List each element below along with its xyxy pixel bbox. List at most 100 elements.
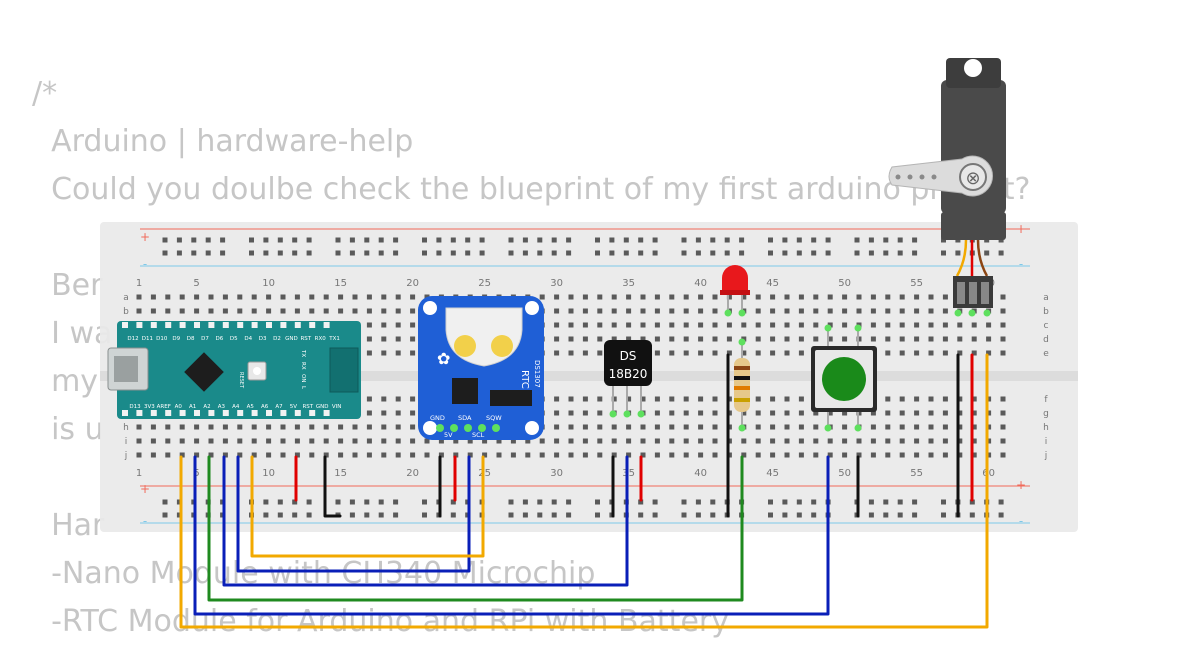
breadboard-hole[interactable] [381,308,387,314]
breadboard-hole[interactable] [770,424,776,430]
rail-hole[interactable] [277,250,283,256]
breadboard-hole[interactable] [251,452,257,458]
breadboard-hole[interactable] [741,452,747,458]
rail-hole[interactable] [292,237,298,243]
breadboard-hole[interactable] [453,452,459,458]
breadboard-hole[interactable] [1000,452,1006,458]
rail-hole[interactable] [551,237,557,243]
breadboard-hole[interactable] [208,308,214,314]
rail-hole[interactable] [306,512,312,518]
breadboard-hole[interactable] [222,294,228,300]
breadboard-hole[interactable] [410,336,416,342]
breadboard-hole[interactable] [899,424,905,430]
breadboard-hole[interactable] [798,410,804,416]
rail-hole[interactable] [825,250,831,256]
wire-blue-a1-button[interactable] [193,455,830,616]
breadboard-hole[interactable] [640,294,646,300]
wire-green-a2-led[interactable] [207,455,744,602]
breadboard-hole[interactable] [640,322,646,328]
breadboard-hole[interactable] [770,294,776,300]
breadboard-hole[interactable] [842,424,848,430]
rail-hole[interactable] [868,237,874,243]
breadboard-hole[interactable] [986,322,992,328]
breadboard-hole[interactable] [798,308,804,314]
breadboard-hole[interactable] [597,308,603,314]
breadboard-hole[interactable] [928,438,934,444]
rail-hole[interactable] [695,512,701,518]
breadboard-hole[interactable] [784,410,790,416]
rail-hole[interactable] [422,250,427,256]
rail-hole[interactable] [162,237,168,243]
rail-hole[interactable] [263,250,269,256]
breadboard-hole[interactable] [424,438,430,444]
rail-hole[interactable] [724,237,730,243]
breadboard-hole[interactable] [698,322,704,328]
rail-hole[interactable] [796,250,802,256]
rail-hole[interactable] [205,250,211,256]
rail-hole[interactable] [897,512,903,518]
breadboard-hole[interactable] [770,396,776,402]
breadboard-hole[interactable] [899,308,905,314]
breadboard-hole[interactable] [942,294,948,300]
rail-hole[interactable] [681,250,687,256]
breadboard-hole[interactable] [582,322,588,328]
breadboard-hole[interactable] [741,410,747,416]
breadboard-hole[interactable] [798,438,804,444]
rail-hole[interactable] [277,512,283,518]
breadboard-hole[interactable] [798,396,804,402]
breadboard-hole[interactable] [626,294,632,300]
breadboard-hole[interactable] [438,438,444,444]
breadboard-hole[interactable] [942,350,948,356]
rail-hole[interactable] [768,499,773,505]
breadboard-hole[interactable] [352,294,358,300]
breadboard-hole[interactable] [554,336,560,342]
breadboard-hole[interactable] [381,438,387,444]
breadboard-hole[interactable] [928,410,934,416]
breadboard-hole[interactable] [986,438,992,444]
rail-hole[interactable] [378,237,384,243]
breadboard-hole[interactable] [611,438,617,444]
breadboard-hole[interactable] [366,336,372,342]
breadboard-hole[interactable] [381,350,387,356]
breadboard-hole[interactable] [640,396,646,402]
breadboard-hole[interactable] [539,452,545,458]
breadboard-hole[interactable] [1000,322,1006,328]
rail-hole[interactable] [522,499,528,505]
breadboard-hole[interactable] [986,336,992,342]
rail-hole[interactable] [941,499,946,505]
breadboard-hole[interactable] [712,452,718,458]
breadboard-hole[interactable] [986,424,992,430]
breadboard-hole[interactable] [222,452,228,458]
rail-hole[interactable] [897,499,903,505]
rail-hole[interactable] [479,237,485,243]
breadboard-hole[interactable] [280,308,286,314]
breadboard-hole[interactable] [928,396,934,402]
breadboard-hole[interactable] [842,410,848,416]
breadboard-hole[interactable] [870,308,876,314]
breadboard-hole[interactable] [942,410,948,416]
breadboard-hole[interactable] [395,396,401,402]
breadboard-hole[interactable] [755,396,761,402]
rail-hole[interactable] [638,512,644,518]
rail-hole[interactable] [782,512,788,518]
breadboard-hole[interactable] [669,424,675,430]
breadboard-hole[interactable] [309,438,315,444]
rail-hole[interactable] [796,237,802,243]
breadboard-hole[interactable] [942,336,948,342]
breadboard-hole[interactable] [611,294,617,300]
rail-hole[interactable] [609,250,615,256]
breadboard-hole[interactable] [712,322,718,328]
breadboard-hole[interactable] [496,438,502,444]
rail-hole[interactable] [652,512,658,518]
rail-hole[interactable] [292,512,298,518]
breadboard-hole[interactable] [294,424,300,430]
breadboard-hole[interactable] [885,350,891,356]
rail-hole[interactable] [263,499,269,505]
rail-hole[interactable] [551,250,557,256]
breadboard-hole[interactable] [266,308,272,314]
rail-hole[interactable] [191,237,197,243]
rail-hole[interactable] [768,237,773,243]
breadboard-hole[interactable] [914,336,920,342]
breadboard-hole[interactable] [611,336,617,342]
rail-hole[interactable] [176,237,182,243]
